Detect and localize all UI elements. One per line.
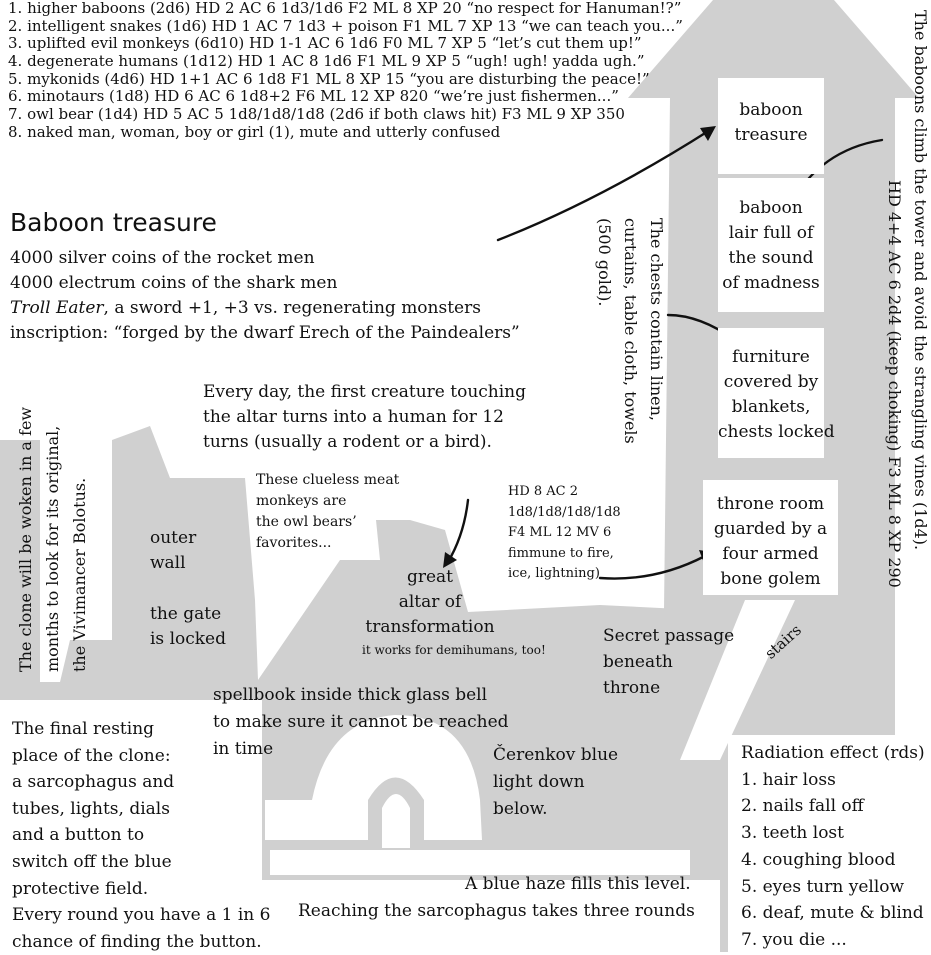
chests-note-1: The chests contain linen, <box>647 218 666 421</box>
vines-stats: HD 4+4 AC 6 2d4 (keep choking) F3 ML 8 X… <box>885 180 904 588</box>
altar-sub: it works for demihumans, too! <box>362 643 546 657</box>
spellbook-note: spellbook inside thick glass bell to mak… <box>213 685 509 759</box>
secret-passage-label: Secret passage beneath throne <box>603 626 735 698</box>
glass-bell-inner <box>382 794 410 848</box>
treasure-list: 4000 silver coins of the rocket men 4000… <box>10 246 520 346</box>
radiation-table: Radiation effect (rds) 1. hair loss 2. n… <box>741 740 925 954</box>
treasure-item-name: Troll Eater <box>10 298 104 318</box>
encounter-7: 7. owl bear (1d4) HD 5 AC 5 1d8/1d8/1d8 … <box>8 105 625 124</box>
chests-note-3: (500 gold). <box>595 218 614 307</box>
meat-monkeys-note: These clueless meat monkeys are the owl … <box>256 472 400 551</box>
encounter-1: 1. higher baboons (2d6) HD 2 AC 6 1d3/1d… <box>8 0 682 17</box>
chests-note-2: curtains, table cloth, towels <box>621 218 640 444</box>
resting-place-note: The final resting place of the clone: a … <box>12 719 271 952</box>
encounter-3: 3. uplifted evil monkeys (6d10) HD 1-1 A… <box>8 34 642 53</box>
treasure-line-2: 4000 electrum coins of the shark men <box>10 273 338 293</box>
haze-line-2: Reaching the sarcophagus takes three rou… <box>298 901 695 921</box>
encounter-6: 6. minotaurs (1d8) HD 6 AC 6 1d8+2 F6 ML… <box>8 87 619 106</box>
chamber-cut <box>265 715 482 840</box>
encounter-table: 1. higher baboons (2d6) HD 2 AC 6 1d3/1d… <box>8 0 683 142</box>
treasure-line-4: inscription: “forged by the dwarf Erech … <box>10 323 520 343</box>
treasure-item-rest: , a sword +1, +3 vs. regenerating monste… <box>103 298 481 318</box>
vines-note: The baboons climb the tower and avoid th… <box>911 10 930 551</box>
tower-room-furniture <box>718 328 824 458</box>
encounter-8: 8. naked man, woman, boy or girl (1), mu… <box>8 122 501 141</box>
tower-room-throne <box>703 480 838 595</box>
gate-label: the gate is locked <box>150 604 227 649</box>
radiation-title: Radiation effect (rds) <box>741 743 925 763</box>
altar-label: great altar of transformation <box>365 567 495 637</box>
cerenkov-note: Čerenkov blue light down below. <box>493 745 619 819</box>
golem-stats: HD 8 AC 2 1d8/1d8/1d8/1d8 F4 ML 12 MV 6 … <box>508 484 621 581</box>
treasure-line-1: 4000 silver coins of the rocket men <box>10 248 315 268</box>
clone-note-3: the Vivimancer Bolotus. <box>70 477 89 672</box>
chamber-floor-cut <box>270 850 690 875</box>
left-spike-shape <box>0 440 40 682</box>
haze-line-1: A blue haze fills this level. <box>465 874 691 894</box>
clone-note-1: The clone will be woken in a few <box>16 406 35 672</box>
treasure-title: Baboon treasure <box>10 208 217 237</box>
tower-room-lair <box>718 178 824 312</box>
encounter-4: 4. degenerate humans (1d12) HD 1 AC 8 1d… <box>8 52 645 71</box>
resting-area-cut <box>0 700 262 952</box>
clone-note-2: months to look for its original, <box>43 425 62 672</box>
encounter-5: 5. mykonids (4d6) HD 1+1 AC 6 1d8 F1 ML … <box>8 69 650 88</box>
radiation-area-cut <box>728 735 931 952</box>
stairs-corridor <box>680 600 795 760</box>
haze-area-cut <box>262 880 720 952</box>
altar-note: Every day, the first creature touching t… <box>203 382 527 452</box>
tower-room-treasure <box>718 78 824 174</box>
encounter-2: 2. intelligent snakes (1d6) HD 1 AC 7 1d… <box>8 16 683 35</box>
outer-wall-shape <box>112 426 258 680</box>
outer-wall-label: outer wall <box>150 528 197 573</box>
treasure-line-3: Troll Eater, a sword +1, +3 vs. regenera… <box>10 296 520 321</box>
